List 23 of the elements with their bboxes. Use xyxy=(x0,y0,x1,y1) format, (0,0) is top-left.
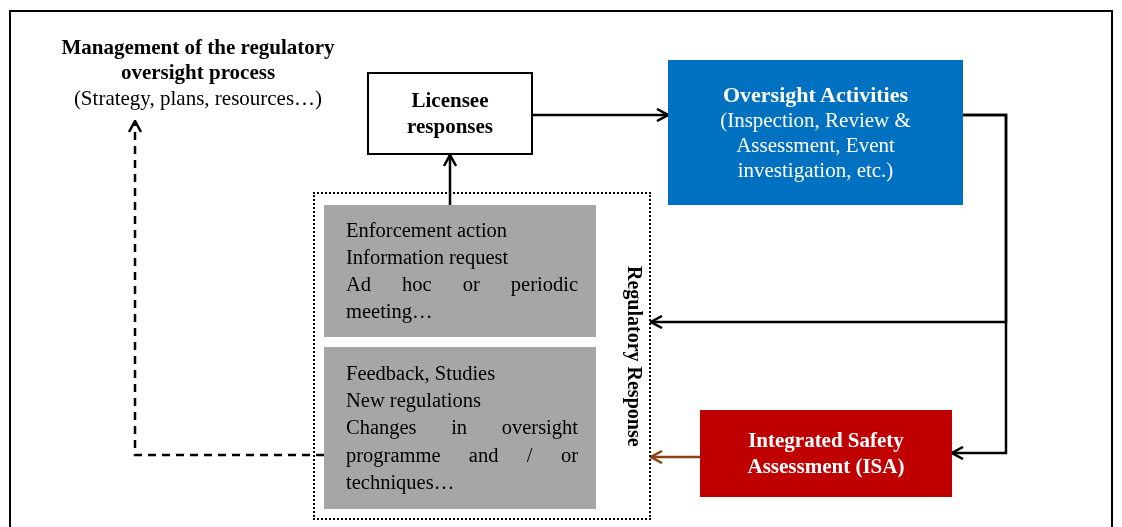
dotted-group-border xyxy=(313,192,651,520)
list-item: Feedback, Studies xyxy=(346,360,497,386)
list-box xyxy=(324,205,596,337)
list-item: Information request xyxy=(346,244,510,271)
node-title: Integrated Safety Assessment (ISA) xyxy=(746,428,906,479)
process-box xyxy=(668,60,963,205)
list-box xyxy=(324,347,596,509)
node-title: Licensee responses xyxy=(406,88,494,139)
node-subtitle: (Strategy, plans, resources…) xyxy=(73,85,323,111)
process-box xyxy=(367,72,533,155)
arrow xyxy=(649,449,700,465)
process-box xyxy=(700,410,952,497)
list-item: Enforcement action xyxy=(346,217,509,243)
vertical-heading: Regulatory Response xyxy=(625,264,645,449)
list-item: Changes in oversight programme and / or techniques… xyxy=(346,415,578,496)
list-item: New regulations xyxy=(346,388,482,414)
node-subtitle: (Inspection, Review & Assessment, Event investigation, etc.) xyxy=(719,107,912,184)
arrow xyxy=(533,107,670,123)
dashed-arrow xyxy=(127,119,324,457)
arrow xyxy=(442,153,458,205)
list-item: Ad hoc or periodic meeting… xyxy=(346,272,578,325)
node-title: Oversight Activities xyxy=(722,81,909,108)
node-title: Management of the regulatory oversight process xyxy=(60,35,336,86)
